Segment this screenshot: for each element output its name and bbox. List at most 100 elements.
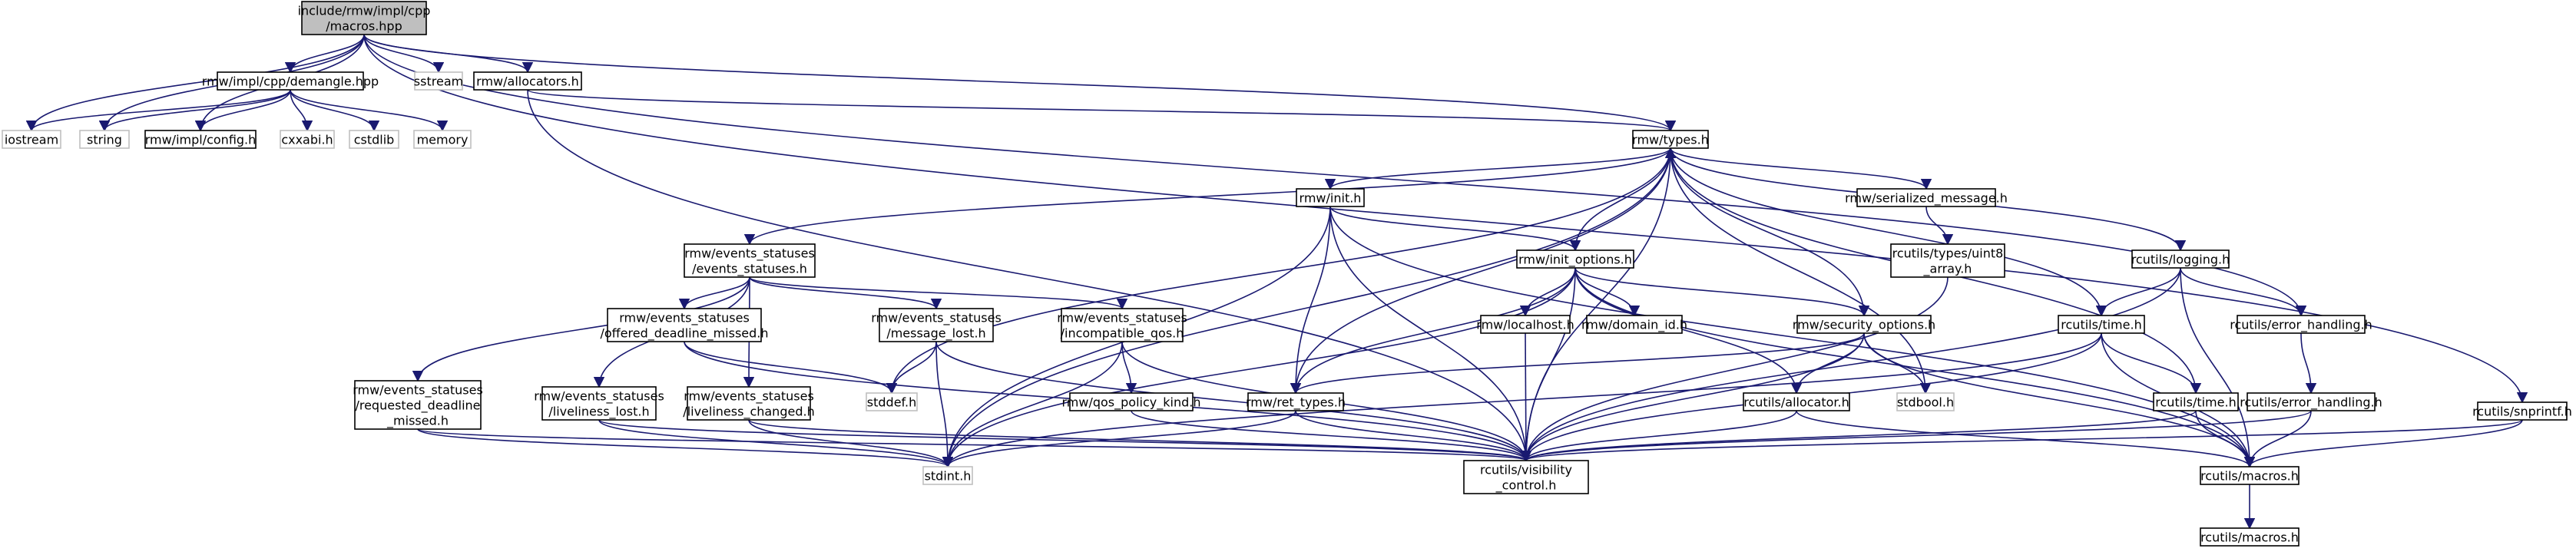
dependency-edge-qos_policy-to-visibility <box>1131 410 1531 462</box>
dependency-edge-macros_hpp-to-iostream <box>25 34 365 132</box>
file-node-allocators[interactable]: rmw/allocators.h <box>473 71 582 91</box>
node-box <box>1856 188 1996 207</box>
file-node-allocator[interactable]: rcutils/allocator.h <box>1743 392 1850 411</box>
dependency-arrow <box>1520 332 1865 462</box>
dependency-edge-demangle-to-string <box>98 89 291 132</box>
node-box <box>1463 460 1589 494</box>
dependency-arrow <box>1329 206 1532 462</box>
node-label-line: rcutils/error_handling.h <box>2230 318 2372 333</box>
file-node-err-handling-h[interactable]: rcutils/error_handling.h <box>2230 315 2372 334</box>
file-node-domain-id[interactable]: rmw/domain_id.h <box>1581 315 1687 334</box>
dependency-edge-types-to-security <box>1670 147 1870 317</box>
dependency-arrow <box>598 419 954 468</box>
dependency-arrow <box>2180 267 2256 468</box>
dependency-edge-allocator-to-visibility <box>1520 410 1797 462</box>
node-label-line: stdint.h <box>925 469 972 484</box>
edges <box>25 34 2528 530</box>
file-node-init-options[interactable]: rmw/init_options.h <box>1516 249 1634 269</box>
dependency-edge-offered-to-stddef <box>684 341 898 395</box>
file-node-init[interactable]: rmw/init.h <box>1296 188 1365 207</box>
dependency-edge-ret_types-to-visibility <box>1295 410 1532 462</box>
file-node-incompat[interactable]: rmw/events_statuses/incompatible_qos.h <box>1057 308 1187 342</box>
dependency-arrow <box>1574 267 1870 317</box>
dependency-arrow <box>417 428 1531 462</box>
node-box <box>1743 392 1850 411</box>
dependency-arrow <box>363 34 2307 317</box>
node-label-line: rmw/allocators.h <box>476 74 579 89</box>
node-label-line: /offered_deadline_missed.h <box>600 326 768 342</box>
dependency-edge-liveliness_lost-to-visibility <box>598 419 1531 462</box>
dependency-edge-demangle-to-config <box>194 89 291 132</box>
file-node-serialized[interactable]: rmw/serialized_message.h <box>1845 188 2008 207</box>
file-node-qos-policy[interactable]: rmw/qos_policy_kind.h <box>1062 392 1201 411</box>
dependency-edge-err_handling_h-to-err_handling_hpp <box>2300 332 2317 395</box>
node-label-line: rmw/events_statuses <box>619 311 750 326</box>
dependency-arrow <box>1670 147 1870 317</box>
dependency-edge-init_options-to-macros_h <box>1574 267 2256 468</box>
file-node-requested[interactable]: rmw/events_statuses/requested_deadline_m… <box>353 380 483 430</box>
file-node-ev-statuses[interactable]: rmw/events_statuses/events_statuses.h <box>684 243 816 278</box>
node-box <box>541 386 657 421</box>
file-node-macros-hpp[interactable]: include/rmw/impl/cpp/macros.hpp <box>298 1 431 35</box>
dependency-arrow <box>363 34 1676 132</box>
file-node-security[interactable]: rmw/security_options.h <box>1793 315 1935 334</box>
node-box <box>413 130 472 149</box>
dependency-arrow <box>25 89 291 132</box>
node-box <box>1890 243 2005 278</box>
file-node-time-hpp[interactable]: rcutils/time.h <box>2153 392 2239 411</box>
node-label-line: stdbool.h <box>1897 395 1954 410</box>
node-label-line: rmw/security_options.h <box>1793 318 1935 333</box>
file-node-iostream: iostream <box>2 130 61 149</box>
node-label-line: rcutils/visibility <box>1480 463 1572 477</box>
file-node-err-handling-hpp[interactable]: rcutils/error_handling.h <box>2240 392 2382 411</box>
dependency-edge-types-to-stddef <box>886 147 1671 395</box>
file-node-macros-h2[interactable]: rcutils/macros.h <box>2200 527 2300 547</box>
dependency-edge-time_hpp-to-visibility <box>1521 410 2197 462</box>
file-node-uint8[interactable]: rcutils/types/uint8_array.h <box>1890 243 2005 278</box>
file-node-msg-lost[interactable]: rmw/events_statuses/message_lost.h <box>871 308 1002 342</box>
dependency-edge-snprintf-to-visibility <box>1521 419 2523 462</box>
dependency-arrow <box>1290 206 1331 395</box>
node-label-line: /incompatible_qos.h <box>1061 326 1184 342</box>
dependency-arrow <box>290 89 313 132</box>
file-node-offered[interactable]: rmw/events_statuses/offered_deadline_mis… <box>600 308 769 342</box>
node-label-line: /requested_deadline <box>355 398 480 414</box>
node-label-line: _missed.h <box>386 414 449 429</box>
file-node-types[interactable]: rmw/types.h <box>1632 130 1709 149</box>
node-box <box>1586 315 1683 334</box>
file-node-macros-h[interactable]: rcutils/macros.h <box>2200 466 2300 485</box>
node-label-line: /events_statuses.h <box>692 262 807 277</box>
file-node-liveliness-lost[interactable]: rmw/events_statuses/liveliness_lost.h <box>534 386 664 421</box>
dependency-edge-macros_hpp-to-err_handling_h <box>363 34 2307 317</box>
dependency-edge-requested-to-stdint <box>417 428 953 468</box>
dependency-edge-time_h-to-time_hpp <box>2101 332 2202 395</box>
node-label-line: rmw/ret_types.h <box>1246 395 1346 411</box>
dependency-arrow <box>2095 267 2181 317</box>
dependency-arrow <box>1295 410 1532 462</box>
node-label-line: cstdlib <box>354 133 395 147</box>
file-node-ret-types[interactable]: rmw/ret_types.h <box>1246 392 1346 411</box>
dependency-arrow <box>527 89 1676 132</box>
dependency-edge-init-to-visibility <box>1329 206 1532 462</box>
file-node-logging[interactable]: rcutils/logging.h <box>2131 249 2230 269</box>
file-node-demangle[interactable]: rmw/impl/cpp/demangle.hpp <box>202 71 379 91</box>
dependency-edge-init_options-to-security <box>1574 267 1870 317</box>
dependency-arrow <box>678 276 750 310</box>
dependency-arrow <box>1131 410 1531 462</box>
dependency-arrow <box>942 267 1576 468</box>
dependency-edge-init_options-to-stdint <box>942 267 1576 468</box>
file-node-time-h[interactable]: rcutils/time.h <box>2058 315 2145 334</box>
node-label-line: memory <box>417 133 469 147</box>
node-label-line: rmw/events_statuses <box>871 311 1002 326</box>
file-node-config[interactable]: rmw/impl/config.h <box>144 130 257 149</box>
file-node-liveliness-changed[interactable]: rmw/events_statuses/liveliness_changed.h <box>683 386 815 421</box>
node-box <box>879 308 994 342</box>
file-node-localhost[interactable]: rmw/localhost.h <box>1476 315 1574 334</box>
dependency-arrow <box>1329 206 1581 252</box>
file-node-visibility[interactable]: rcutils/visibility_control.h <box>1463 460 1589 494</box>
file-node-snprintf[interactable]: rcutils/snprintf.h <box>2472 401 2572 421</box>
dependency-arrow <box>1325 147 1671 190</box>
dependency-edge-ret_types-to-stdint <box>942 410 1296 468</box>
node-box <box>866 392 918 411</box>
